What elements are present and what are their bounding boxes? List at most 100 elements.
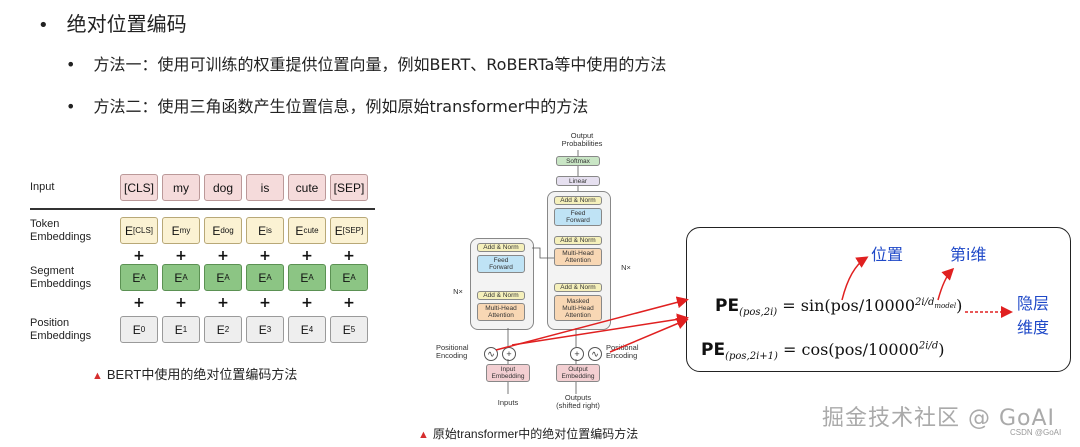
decoder-wave-icon: ∿ [588, 347, 602, 361]
row-label-segment: Segment Embeddings [30, 265, 92, 290]
encoder-add-norm-1: Add & Norm [477, 291, 525, 300]
decoder-masked-attention: Masked Multi-Head Attention [554, 295, 602, 321]
triangle-icon: ▲ [418, 429, 429, 441]
pe-symbol: PE [701, 340, 726, 360]
sin-close: ) [956, 296, 963, 315]
bert-caption-text: BERT中使用的绝对位置编码方法 [106, 367, 298, 382]
decoder-add-norm-1: Add & Norm [554, 283, 602, 292]
decoder-add-norm-3: Add & Norm [554, 196, 602, 205]
label-di-i-wei: 第i维 [950, 245, 987, 264]
encoder-feed-forward: Feed Forward [477, 255, 525, 273]
row-label-position: Position Embeddings [30, 317, 92, 342]
token-embedding: E[SEP] [330, 217, 368, 244]
encoder-add-icon: + [502, 347, 516, 361]
transformer-caption: ▲原始transformer中的绝对位置编码方法 [418, 425, 638, 442]
plus-icon: + [175, 295, 187, 311]
cos-expression: = cos(pos/10000 [777, 340, 919, 359]
encoder-multi-head-attention: Multi-Head Attention [477, 303, 525, 321]
input-token: [CLS] [120, 174, 158, 201]
transformer-caption-text: 原始transformer中的绝对位置编码方法 [432, 427, 639, 441]
plus-icon: + [343, 295, 355, 311]
formula-box: 位置 第i维 隐层 维度 PE(pos,2i) = sin(pos/100002… [686, 227, 1071, 372]
bullet-dot: • [66, 97, 76, 116]
row-label-token: Token Embeddings [30, 218, 92, 243]
plus-icon: + [301, 248, 313, 264]
encoder-positional-encoding-label: Positional Encoding [436, 343, 469, 360]
softmax-block: Softmax [556, 156, 600, 166]
pe-symbol: PE [715, 296, 740, 316]
label-yinceng: 隐层 [1017, 294, 1050, 313]
bullet-sub-1: • 方法一：使用可训练的权重提供位置向量，例如BERT、RoBERTa等中使用的方… [66, 51, 666, 75]
triangle-icon: ▲ [92, 370, 103, 382]
encoder-wave-icon: ∿ [484, 347, 498, 361]
decoder-add-norm-2: Add & Norm [554, 236, 602, 245]
linear-block: Linear [556, 176, 600, 186]
input-token: dog [204, 174, 242, 201]
token-embedding: E[CLS] [120, 217, 158, 244]
bullet-main: • 绝对位置编码 [38, 8, 187, 37]
pe-subscript-2: (pos,2i+1) [725, 351, 778, 363]
row-label-input: Input [30, 181, 55, 193]
encoder-nx-label: N× [453, 287, 463, 296]
sin-expression: = sin(pos/10000 [777, 296, 916, 315]
decoder-add-icon: + [570, 347, 584, 361]
divider-line [30, 208, 375, 210]
outputs-label: Outputs (shifted right) [556, 393, 600, 410]
sin-exponent-model: model [934, 301, 957, 310]
label-weizhi: 位置 [871, 245, 904, 264]
input-embedding-block: Input Embedding [486, 364, 530, 382]
plus-icon: + [133, 295, 145, 311]
decoder-feed-forward: Feed Forward [554, 208, 602, 226]
plus-icon: + [175, 248, 187, 264]
cos-close: ) [938, 340, 945, 359]
plus-icon: + [343, 248, 355, 264]
watermark: 掘金技术社区 @ GoAI [822, 406, 1056, 431]
input-token: [SEP] [330, 174, 368, 201]
bullet-dot: • [38, 15, 49, 36]
pe-subscript-1: (pos,2i) [739, 307, 778, 319]
bullet-sub-2-text: 方法二：使用三角函数产生位置信息，例如原始transformer中的方法 [93, 97, 589, 116]
inputs-label: Inputs [497, 398, 519, 407]
bullet-dot: • [66, 55, 76, 74]
output-embedding-block: Output Embedding [556, 364, 600, 382]
decoder-positional-encoding-label: Positional Encoding [606, 343, 639, 360]
formula-cos: PE(pos,2i+1) = cos(pos/100002i/d) [701, 340, 945, 362]
bullet-sub-2: • 方法二：使用三角函数产生位置信息，例如原始transformer中的方法 [66, 93, 588, 117]
decoder-nx-label: N× [621, 263, 631, 272]
bert-caption: ▲BERT中使用的绝对位置编码方法 [92, 364, 297, 383]
formula-sin: PE(pos,2i) = sin(pos/100002i/dmodel) [715, 296, 962, 318]
plus-icon: + [217, 295, 229, 311]
output-probabilities-label: Output Probabilities [561, 131, 603, 148]
input-token: is [246, 174, 284, 201]
bullet-main-text: 绝对位置编码 [66, 12, 187, 36]
bert-embedding-figure: Input Token Embeddings Segment Embedding… [30, 170, 390, 390]
sin-exponent: 2i/d [915, 296, 935, 308]
input-token: cute [288, 174, 326, 201]
decoder-multi-head-attention: Multi-Head Attention [554, 248, 602, 266]
plus-icon: + [259, 295, 271, 311]
plus-icon: + [133, 248, 145, 264]
plus-icon: + [259, 248, 271, 264]
transformer-diagram: Output Probabilities Softmax Linear Add … [418, 128, 670, 442]
bullet-sub-1-text: 方法一：使用可训练的权重提供位置向量，例如BERT、RoBERTa等中使用的方法 [93, 55, 667, 74]
input-token: my [162, 174, 200, 201]
label-weidu: 维度 [1017, 318, 1050, 337]
plus-icon: + [217, 248, 229, 264]
plus-icon: + [301, 295, 313, 311]
